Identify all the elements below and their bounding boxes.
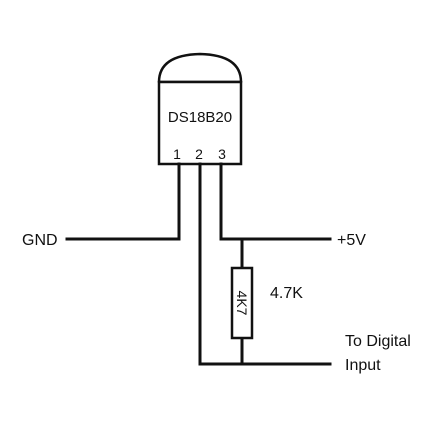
pullup-resistor xyxy=(230,266,254,340)
gnd-label: GND xyxy=(22,232,58,249)
ds18b20-sensor: DS18B20 1 2 3 xyxy=(157,52,243,166)
output-label-line1: To Digital xyxy=(345,333,411,350)
pin-2-label: 2 xyxy=(195,146,203,162)
wire-data xyxy=(198,162,332,366)
pin-3-label: 3 xyxy=(218,146,226,162)
resistor-body-label: 4K7 xyxy=(234,291,250,316)
wire-gnd xyxy=(65,162,181,241)
sensor-dome xyxy=(157,52,243,84)
wire-vcc xyxy=(219,162,332,241)
resistor-value-label: 4.7K xyxy=(270,285,303,302)
pin-1-label: 1 xyxy=(173,146,181,162)
sensor-label: DS18B20 xyxy=(168,109,232,126)
output-label-line2: Input xyxy=(345,357,381,374)
sensor-body xyxy=(157,80,243,166)
vcc-label: +5V xyxy=(337,232,366,249)
